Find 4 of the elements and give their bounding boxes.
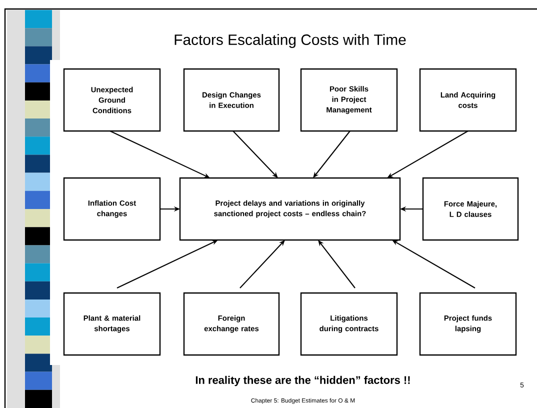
caption: In reality these are the “hidden” factors !! xyxy=(196,376,410,386)
slide-title: Factors Escalating Costs with Time xyxy=(174,34,406,48)
arrow xyxy=(240,240,285,288)
arrow xyxy=(232,130,278,178)
